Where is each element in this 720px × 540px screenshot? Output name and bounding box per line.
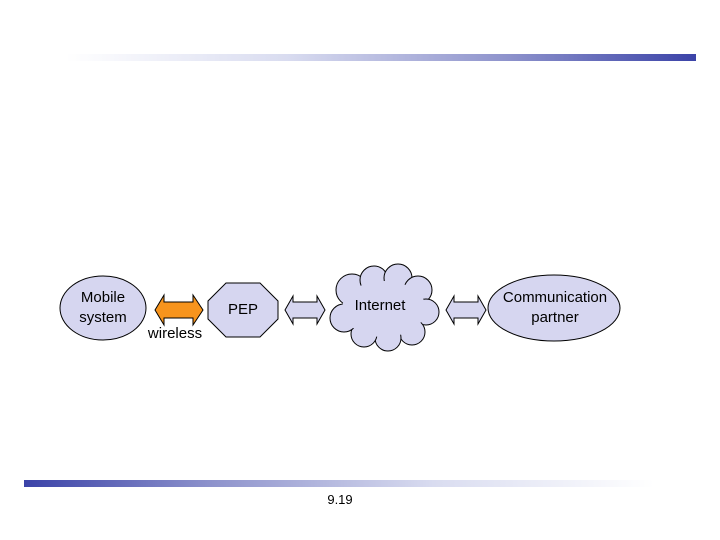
- communication-partner-label: Communication partner: [502, 289, 608, 326]
- pep-label: PEP: [227, 301, 258, 318]
- internet-partner-arrow: [445, 294, 487, 326]
- page-number: 9.19: [327, 492, 353, 507]
- wireless-arrow: [154, 293, 204, 327]
- pep-internet-arrow: [284, 294, 326, 326]
- pep-node: [207, 282, 279, 338]
- mobile-system-label: Mobile system: [79, 289, 127, 326]
- communication-partner-node: [487, 274, 621, 342]
- internet-label: Internet: [354, 297, 406, 314]
- wireless-label: wireless: [147, 325, 203, 342]
- mobile-system-node: [59, 275, 147, 341]
- bottom-decorative-bar: [24, 480, 654, 487]
- top-decorative-bar: [66, 54, 696, 61]
- internet-cloud: [329, 263, 440, 352]
